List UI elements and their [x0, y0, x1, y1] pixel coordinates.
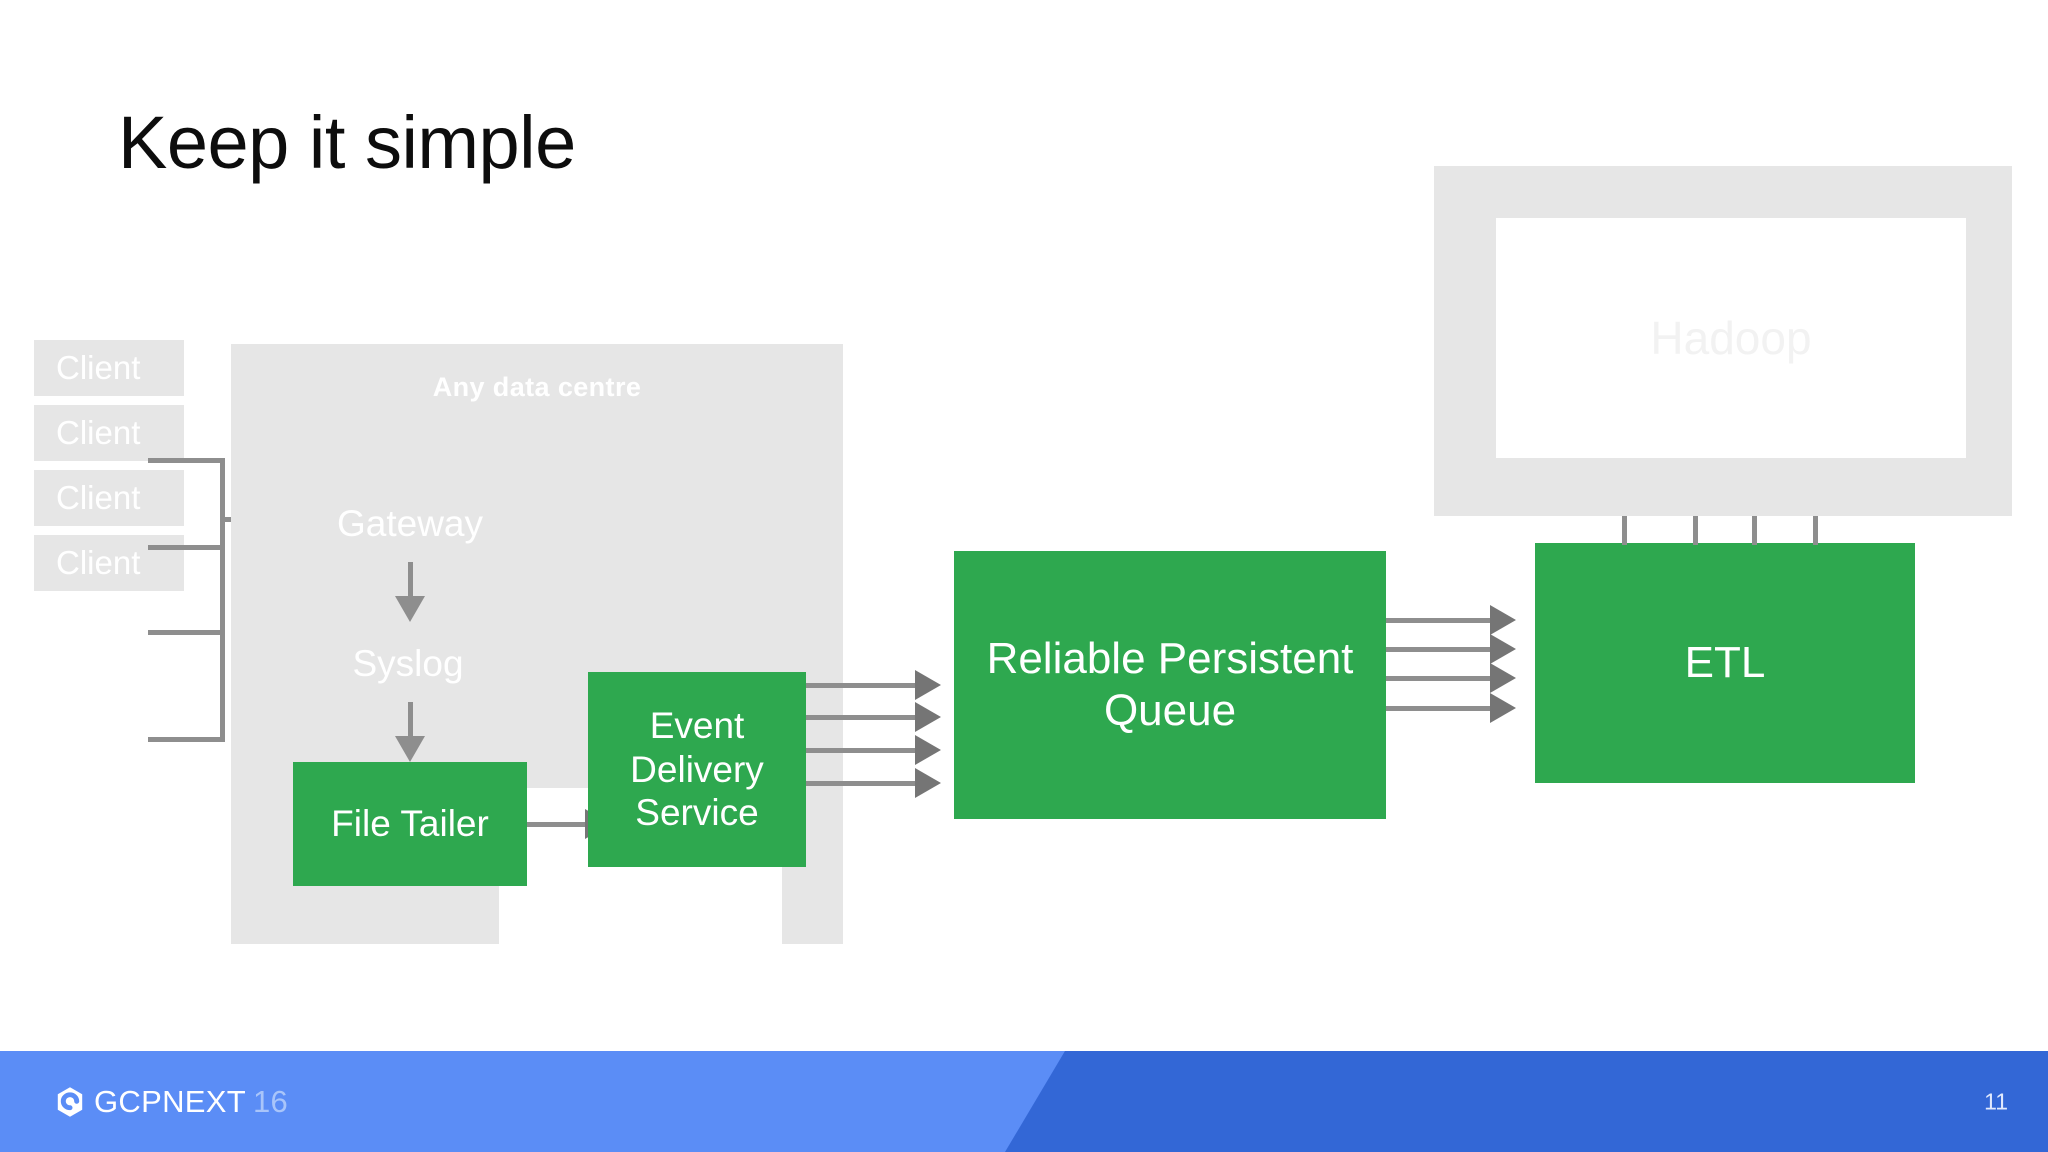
- client-1-connector: [148, 458, 225, 463]
- file-tailer-label: File Tailer: [331, 803, 489, 845]
- etl-to-hadoop-line-4: [1813, 488, 1818, 545]
- client-label: Client: [56, 543, 141, 581]
- etl-label: ETL: [1684, 638, 1766, 688]
- eds-to-queue-line-3: [806, 748, 922, 753]
- page-title: Keep it simple: [118, 101, 576, 184]
- eds-to-queue-arrow-icon-1: [915, 670, 941, 700]
- hadoop-label: Hadoop: [1650, 312, 1812, 364]
- gateway-label: Gateway: [336, 502, 483, 544]
- client-box-1: Client: [34, 340, 184, 396]
- etl-to-hadoop-line-1: [1622, 488, 1627, 545]
- gcp-hex-logo-icon: [57, 1086, 83, 1117]
- eds-to-queue-arrow-icon-3: [915, 735, 941, 765]
- queue-to-etl-line-4: [1386, 706, 1497, 711]
- etl-to-hadoop-line-2: [1693, 488, 1698, 545]
- footer-brand: GCPNEXT 16: [53, 1084, 288, 1120]
- queue-to-etl-arrow-icon-1: [1490, 605, 1516, 635]
- page-number: 11: [1984, 1088, 2008, 1114]
- client-2-connector: [148, 545, 225, 550]
- queue-to-etl-arrow-icon-2: [1490, 634, 1516, 664]
- queue-to-etl-line-3: [1386, 676, 1497, 681]
- footer-brand-year: 16: [252, 1083, 289, 1119]
- footer-brand-main: GCPNEXT: [94, 1083, 246, 1119]
- syslog-node: Syslog: [322, 625, 494, 702]
- eds-to-queue-arrow-icon-2: [915, 702, 941, 732]
- client-label: Client: [56, 413, 141, 451]
- eds-to-queue-line-2: [806, 715, 922, 720]
- gateway-node: Gateway: [295, 485, 525, 562]
- eds-to-queue-line-4: [806, 781, 922, 786]
- client-label: Client: [56, 478, 141, 516]
- event-delivery-service-node: Event Delivery Service: [588, 672, 806, 867]
- hadoop-frame: Hadoop: [1434, 166, 2012, 516]
- filetailer-to-eds-line: [527, 822, 587, 827]
- gateway-to-syslog-arrow-icon: [395, 596, 425, 622]
- eds-to-queue-line-1: [806, 683, 922, 688]
- eds-to-queue-arrow-icon-4: [915, 768, 941, 798]
- queue-to-etl-line-2: [1386, 647, 1497, 652]
- footer-wedge-shape: [0, 1051, 2048, 1152]
- syslog-label: Syslog: [352, 642, 464, 684]
- syslog-to-filetailer-arrow-icon: [395, 736, 425, 762]
- reliable-persistent-queue-label: Reliable Persistent Queue: [986, 634, 1354, 735]
- queue-to-etl-arrow-icon-3: [1490, 663, 1516, 693]
- client-3-connector: [148, 630, 225, 635]
- client-box-4: Client: [34, 535, 184, 591]
- client-bus-line: [220, 458, 225, 742]
- file-tailer-node: File Tailer: [293, 762, 527, 886]
- client-4-connector: [148, 737, 225, 742]
- syslog-to-filetailer-line: [408, 702, 413, 748]
- reliable-persistent-queue-node: Reliable Persistent Queue: [954, 551, 1386, 819]
- etl-to-hadoop-line-3: [1752, 488, 1757, 545]
- client-box-2: Client: [34, 405, 184, 461]
- queue-to-etl-arrow-icon-4: [1490, 693, 1516, 723]
- client-label: Client: [56, 348, 141, 386]
- queue-to-etl-line-1: [1386, 618, 1497, 623]
- event-delivery-service-label: Event Delivery Service: [630, 705, 764, 834]
- footer-bar: GCPNEXT 16 11: [0, 1051, 2048, 1152]
- hadoop-inner-panel: Hadoop: [1496, 218, 1966, 458]
- gateway-to-syslog-line: [408, 562, 413, 608]
- client-box-3: Client: [34, 470, 184, 526]
- etl-node: ETL: [1535, 543, 1915, 783]
- datacentre-label: Any data centre: [432, 372, 642, 402]
